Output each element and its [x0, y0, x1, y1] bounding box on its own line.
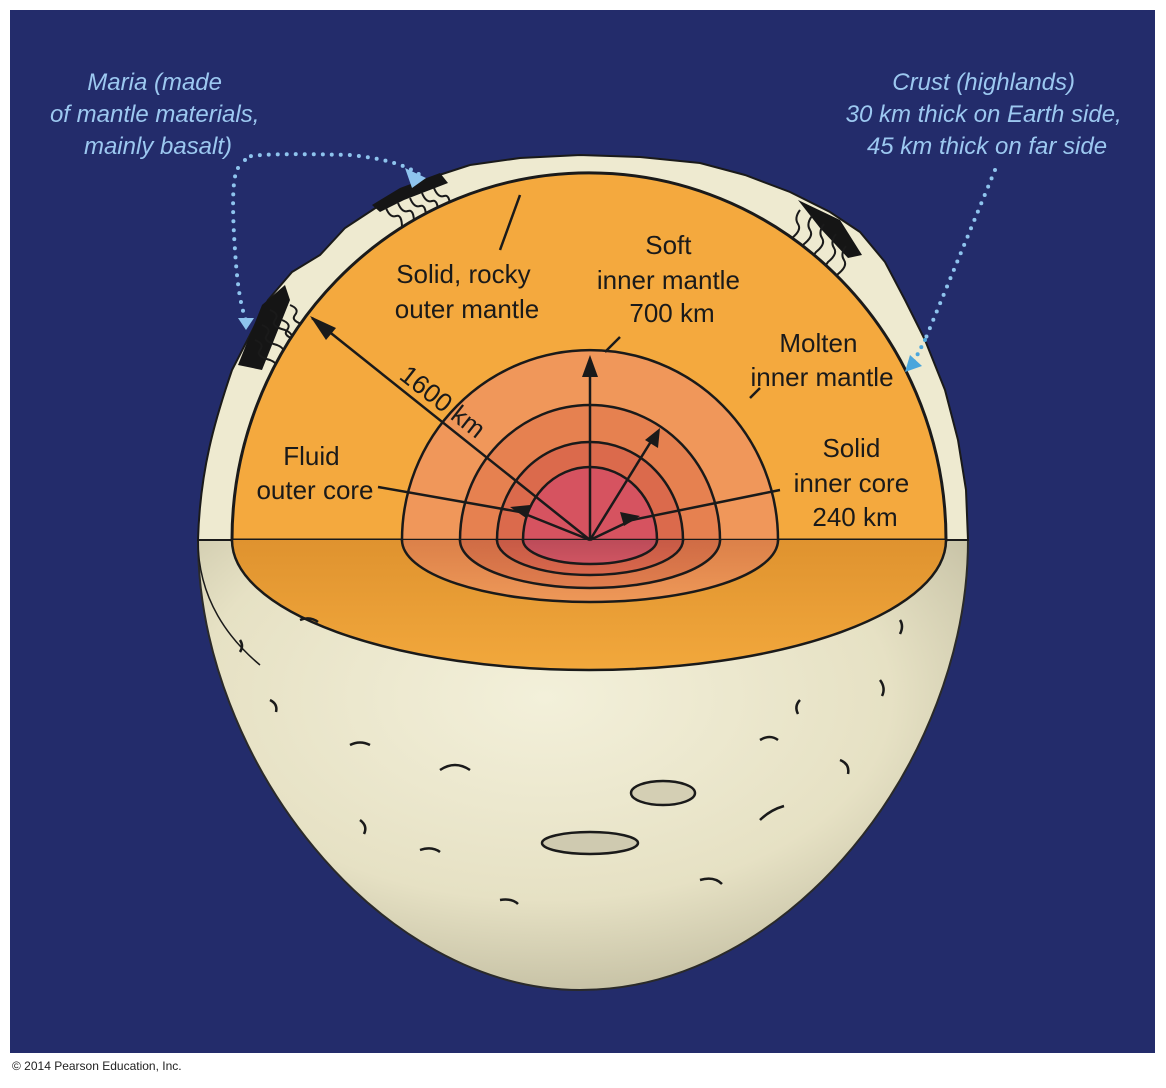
- arrow-inner-core-icon: [620, 512, 640, 526]
- moon-surface: [196, 539, 970, 992]
- inner-core-label: Solid inner core 240 km: [794, 433, 917, 532]
- cut-floor: [230, 540, 948, 672]
- arrow-molten-mantle-icon: [645, 428, 660, 448]
- arrowheads: [310, 316, 660, 526]
- maria-top: [372, 173, 448, 212]
- maria-arrowhead-left-icon: [238, 318, 254, 330]
- molten-mantle-label: Molten inner mantle: [750, 328, 893, 392]
- crust-callout-arrow: [923, 168, 997, 342]
- craters: [238, 617, 904, 905]
- copyright-notice: © 2014 Pearson Education, Inc.: [12, 1059, 182, 1073]
- crust-callout: Crust (highlands) 30 km thick on Earth s…: [846, 69, 1129, 160]
- arrow-outer-core-icon: [510, 505, 530, 518]
- arrow-radius-icon: [310, 316, 336, 340]
- arrow-soft-mantle-icon: [582, 355, 598, 377]
- maria-callout: Maria (made of mantle materials, mainly …: [50, 69, 266, 160]
- outer-mantle-label: Solid, rocky outer mantle: [395, 259, 540, 324]
- maria-callout-arrows: [231, 152, 422, 322]
- soft-mantle-label: Soft inner mantle 700 km: [597, 230, 747, 328]
- crust-arrowhead-icon: [905, 355, 922, 372]
- outer-core-label: Fluid outer core: [256, 441, 373, 505]
- maria-right: [798, 200, 862, 258]
- leader-lines: [311, 194, 781, 542]
- maria-arrowhead-top-icon: [405, 168, 426, 188]
- maria-left: [238, 285, 290, 370]
